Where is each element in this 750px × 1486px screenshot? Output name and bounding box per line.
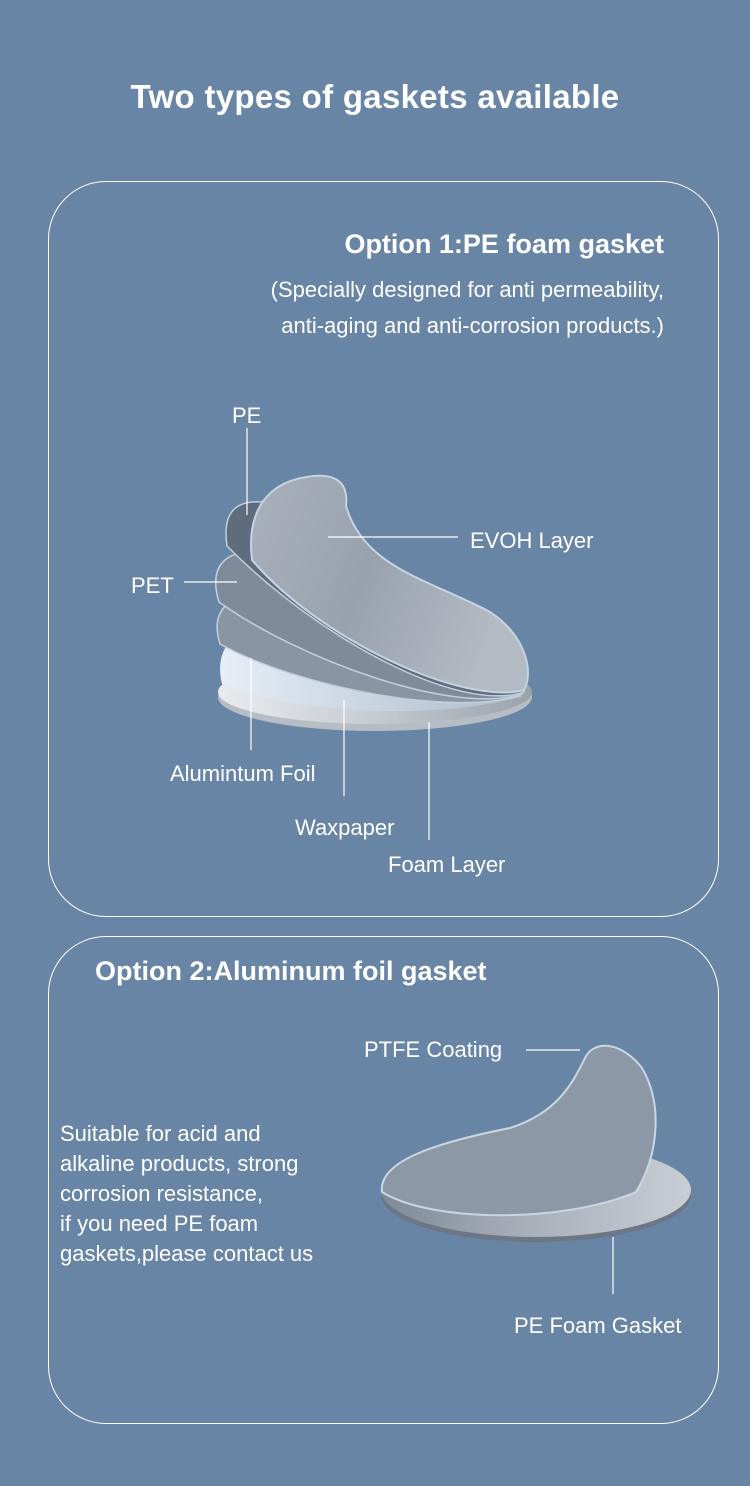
- description-line: Suitable for acid and: [60, 1121, 261, 1146]
- label-evoh-layer: EVOH Layer: [470, 528, 594, 553]
- evoh-layer: [250, 474, 529, 694]
- option2-card: [48, 936, 719, 1424]
- option1-subtitle-line1: (Specially designed for anti permeabilit…: [270, 277, 664, 302]
- label-pet: PET: [131, 573, 174, 598]
- page-title: Two types of gaskets available: [130, 78, 620, 115]
- option1-subtitle-line2: anti-aging and anti-corrosion products.): [281, 313, 664, 338]
- option1-card: [48, 181, 719, 917]
- option2-description: Suitable for acid and alkaline products,…: [60, 1119, 313, 1269]
- description-line: if you need PE foam: [60, 1211, 259, 1236]
- description-line: alkaline products, strong: [60, 1151, 299, 1176]
- description-line: corrosion resistance,: [60, 1181, 263, 1206]
- label-aluminum-foil: Alumintum Foil: [170, 761, 316, 786]
- label-ptfe-coating: PTFE Coating: [364, 1037, 503, 1062]
- option2-heading: Option 2:Aluminum foil gasket: [95, 956, 487, 986]
- ptfe-coating-layer: [380, 1044, 657, 1217]
- option1-heading: Option 1:PE foam gasket: [344, 229, 664, 259]
- label-foam-layer: Foam Layer: [388, 852, 506, 877]
- label-pe-foam-gasket: PE Foam Gasket: [514, 1313, 682, 1338]
- description-line: gaskets,please contact us: [60, 1241, 314, 1266]
- label-waxpaper: Waxpaper: [295, 815, 395, 840]
- label-pe: PE: [232, 403, 262, 428]
